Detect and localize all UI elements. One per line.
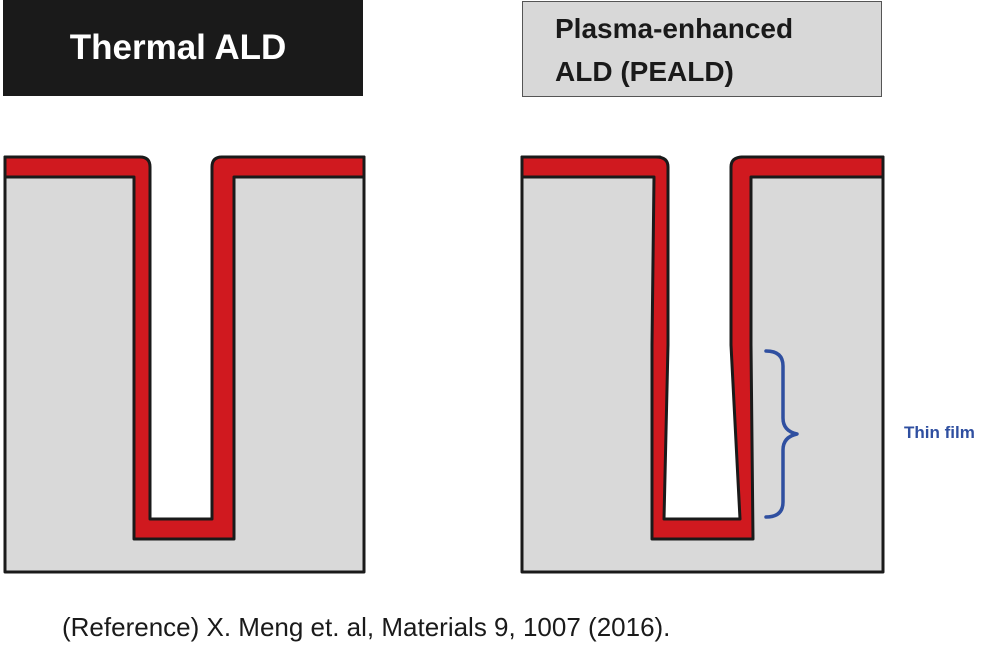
thermal-ald-title-text: Thermal ALD	[69, 28, 287, 67]
peald-film	[520, 155, 885, 541]
thermal-ald-title: Thermal ALD	[3, 0, 363, 96]
peald-substrate	[520, 155, 885, 574]
peald-trench	[520, 155, 885, 574]
thermal-ald-trench	[3, 155, 366, 574]
peald-title-line1: Plasma-enhanced	[555, 12, 794, 44]
peald-title-line2: ALD (PEALD)	[555, 56, 734, 87]
thin-film-bracket	[764, 349, 799, 519]
peald-title: Plasma-enhanced ALD (PEALD)	[522, 1, 882, 97]
thermal-substrate	[3, 155, 366, 574]
reference-citation: (Reference) X. Meng et. al, Materials 9,…	[62, 612, 671, 642]
thermal-film	[3, 155, 366, 541]
thin-film-label: Thin film	[904, 423, 975, 442]
